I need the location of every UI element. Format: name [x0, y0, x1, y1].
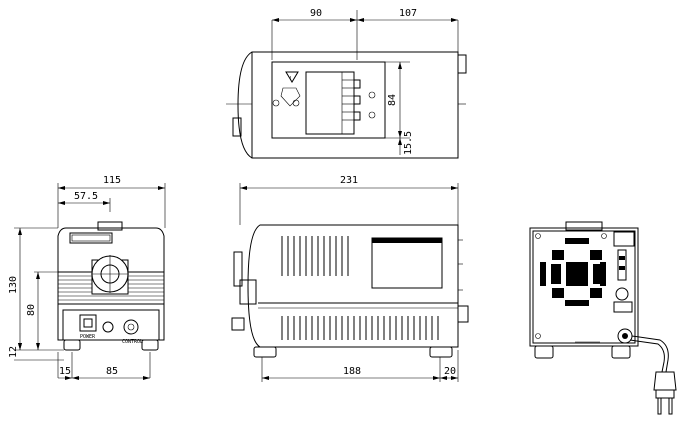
dim-top-height: 84	[387, 94, 398, 106]
dim-side-length: 231	[340, 175, 358, 186]
dim-front-foot-span: 85	[106, 366, 118, 377]
dim-front-foot-height: 12	[8, 346, 19, 358]
dim-front-knob-height: 80	[26, 304, 37, 316]
rear-view	[529, 221, 677, 415]
dim-front-center: 57.5	[74, 191, 98, 202]
dim-top-width-b: 107	[399, 8, 417, 19]
dim-front-side-offset: 15	[59, 366, 71, 377]
dim-side-foot-span: 188	[343, 366, 361, 377]
side-view: 231	[231, 175, 469, 382]
top-view: 90 107 ! 84 15.5	[226, 8, 467, 159]
svg-text:!: !	[289, 76, 292, 82]
label-power: POWER	[80, 334, 96, 340]
label-control: CONTROL	[122, 339, 143, 345]
dim-top-width-a: 90	[310, 8, 322, 19]
front-view: 115 57.5 POWER CONTROL	[8, 175, 166, 380]
dim-side-rear-offset: 20	[444, 366, 456, 377]
dim-top-offset: 15.5	[403, 131, 414, 155]
dim-front-width: 115	[103, 175, 121, 186]
dim-front-height: 130	[8, 276, 19, 294]
